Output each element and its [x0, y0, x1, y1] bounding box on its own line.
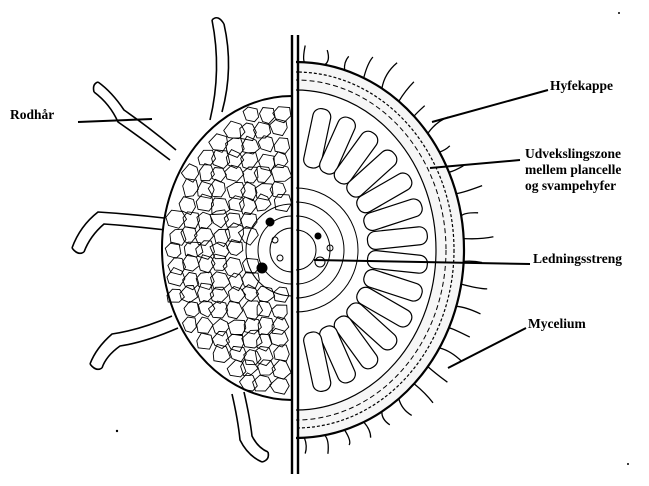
hypha — [382, 63, 397, 89]
hypha — [344, 56, 348, 70]
hypha — [364, 57, 373, 78]
hypha — [364, 422, 371, 438]
label-vascular-strand: Ledningsstreng — [533, 251, 622, 267]
divider — [292, 35, 298, 474]
label-exchange-zone-line-2: mellem plancelle — [525, 162, 621, 178]
hypha — [399, 82, 414, 102]
hypha — [461, 213, 478, 216]
label-root-hair: Rodhår — [10, 107, 54, 123]
hypha — [428, 367, 448, 383]
label-hyphal-mantle: Hyfekappe — [550, 78, 613, 94]
hypha — [414, 106, 425, 117]
hypha — [449, 328, 470, 337]
label-mycelium: Mycelium — [528, 316, 586, 332]
hypha — [461, 284, 487, 289]
hypha — [439, 348, 461, 362]
hypha — [464, 237, 494, 239]
hypha — [304, 46, 306, 63]
label-exchange-zone-line-1: Udvekslingszone — [525, 146, 621, 162]
hypha — [456, 186, 482, 194]
hypha — [325, 50, 329, 65]
hypha — [345, 430, 350, 445]
hypha — [304, 438, 306, 454]
label-exchange-zone: Udvekslingszone mellem plancelle og svam… — [525, 146, 621, 194]
hypha — [399, 399, 412, 416]
hypha — [439, 146, 449, 152]
label-exchange-zone-line-3: og svampehyfer — [525, 178, 621, 194]
hypha — [325, 435, 329, 454]
hypha — [456, 306, 480, 314]
hypha — [382, 412, 390, 425]
hypha — [414, 384, 433, 403]
